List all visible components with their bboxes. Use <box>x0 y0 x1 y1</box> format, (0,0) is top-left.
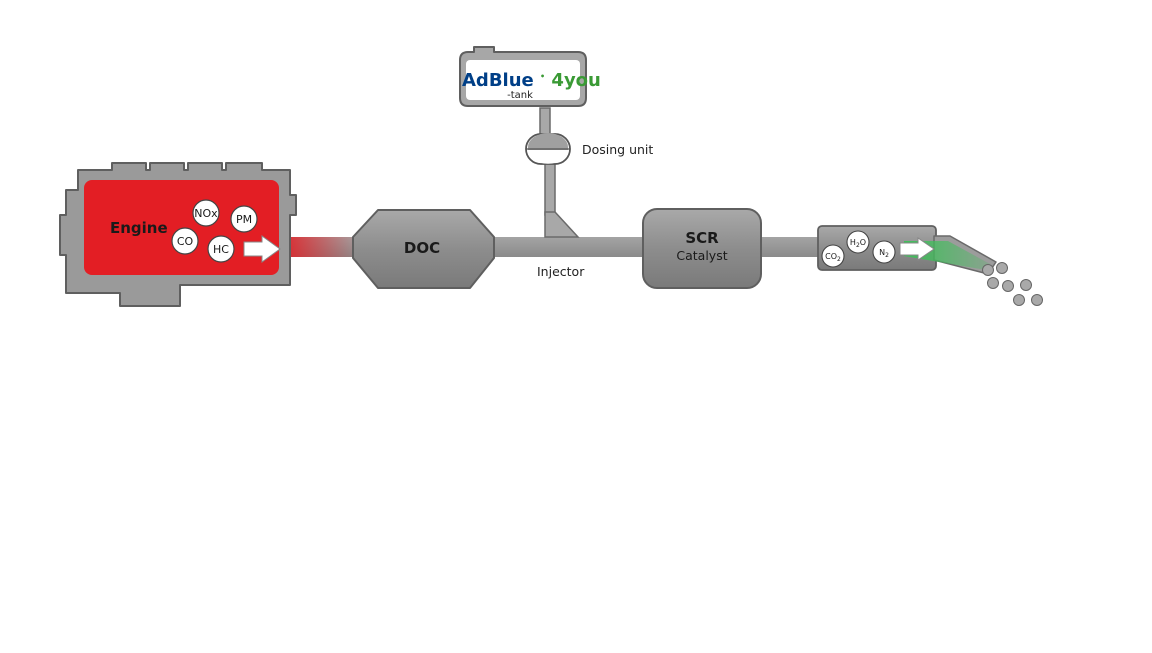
engine: Engine NOx PM CO HC <box>59 162 297 307</box>
adblue-logo-part2: 4you <box>551 70 600 91</box>
pollutant-co: CO <box>171 227 199 255</box>
adblue-logo-part1: AdBlue <box>462 70 534 91</box>
clean-n2: N2 <box>872 240 896 264</box>
scr-catalyst: SCR Catalyst <box>642 208 762 289</box>
svg-text:NOx: NOx <box>194 207 218 220</box>
exhaust-pipe-red-section <box>275 237 360 257</box>
tailpipe: CO2 H2O N2 <box>817 225 997 275</box>
exhaust-flow-arrow-icon <box>243 235 281 263</box>
particle <box>1020 279 1032 291</box>
pollutant-pm: PM <box>230 205 258 233</box>
scr-title: SCR <box>685 229 719 247</box>
clean-h2o: H2O <box>846 230 870 254</box>
svg-text:N2: N2 <box>879 248 889 259</box>
dosing-unit-label: Dosing unit <box>582 142 653 157</box>
injector-nozzle <box>544 211 580 238</box>
adblue-logo: AdBlue • 4you <box>462 63 601 91</box>
adblue-logo-dot: • <box>540 72 545 81</box>
pollutant-hc: HC <box>207 235 235 263</box>
particle <box>982 264 994 276</box>
dosing-unit <box>525 133 571 165</box>
particle <box>1002 280 1014 292</box>
injector-label: Injector <box>537 264 585 279</box>
clean-co2: CO2 <box>821 244 845 268</box>
adblue-tank-suffix: -tank <box>507 90 533 101</box>
pollutant-nox: NOx <box>192 199 220 227</box>
scr-subtitle: Catalyst <box>676 248 727 263</box>
particle <box>1013 294 1025 306</box>
engine-label: Engine <box>110 219 168 237</box>
doc-catalyst: DOC <box>352 209 495 289</box>
svg-text:CO2: CO2 <box>825 252 841 263</box>
svg-text:PM: PM <box>236 213 252 226</box>
clean-flow-arrow-icon <box>899 237 935 261</box>
svg-text:HC: HC <box>213 243 229 256</box>
svg-text:H2O: H2O <box>850 238 866 249</box>
particle <box>987 277 999 289</box>
doc-label: DOC <box>404 239 440 257</box>
adblue-tank: AdBlue • 4you -tank <box>459 46 601 107</box>
svg-text:CO: CO <box>177 235 194 248</box>
particle <box>1031 294 1043 306</box>
particle <box>996 262 1008 274</box>
dosing-line <box>539 107 580 238</box>
exhaust-particles <box>982 262 1043 306</box>
